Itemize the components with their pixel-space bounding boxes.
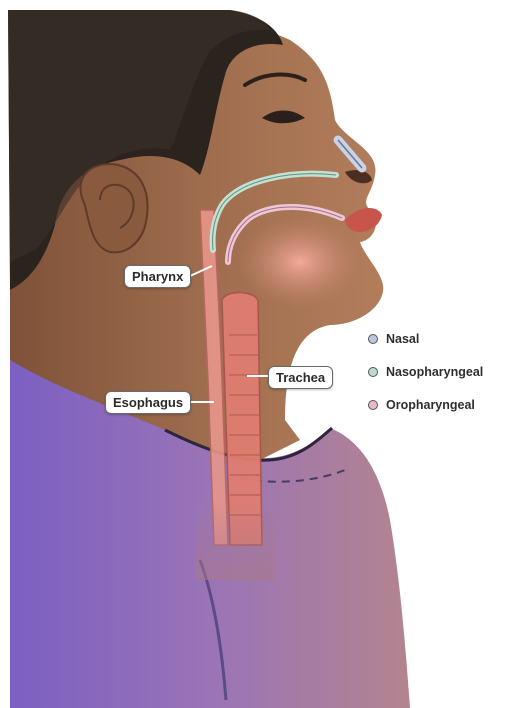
legend-item-oropharyngeal: Oropharyngeal <box>368 396 483 413</box>
airway-legend: Nasal Nasopharyngeal Oropharyngeal <box>368 330 483 429</box>
nasal-swatch-icon <box>368 334 378 344</box>
legend-label-nasal: Nasal <box>386 332 419 346</box>
legend-item-nasal: Nasal <box>368 330 483 347</box>
esophagus-label: Esophagus <box>105 391 191 414</box>
nasopharyngeal-swatch-icon <box>368 367 378 377</box>
legend-label-nasopharyngeal: Nasopharyngeal <box>386 365 483 379</box>
oral-cavity <box>238 216 362 308</box>
oropharyngeal-swatch-icon <box>368 400 378 410</box>
legend-label-oropharyngeal: Oropharyngeal <box>386 398 475 412</box>
legend-item-nasopharyngeal: Nasopharyngeal <box>368 363 483 380</box>
trachea-label: Trachea <box>268 366 333 389</box>
pharynx-label: Pharynx <box>124 265 191 288</box>
